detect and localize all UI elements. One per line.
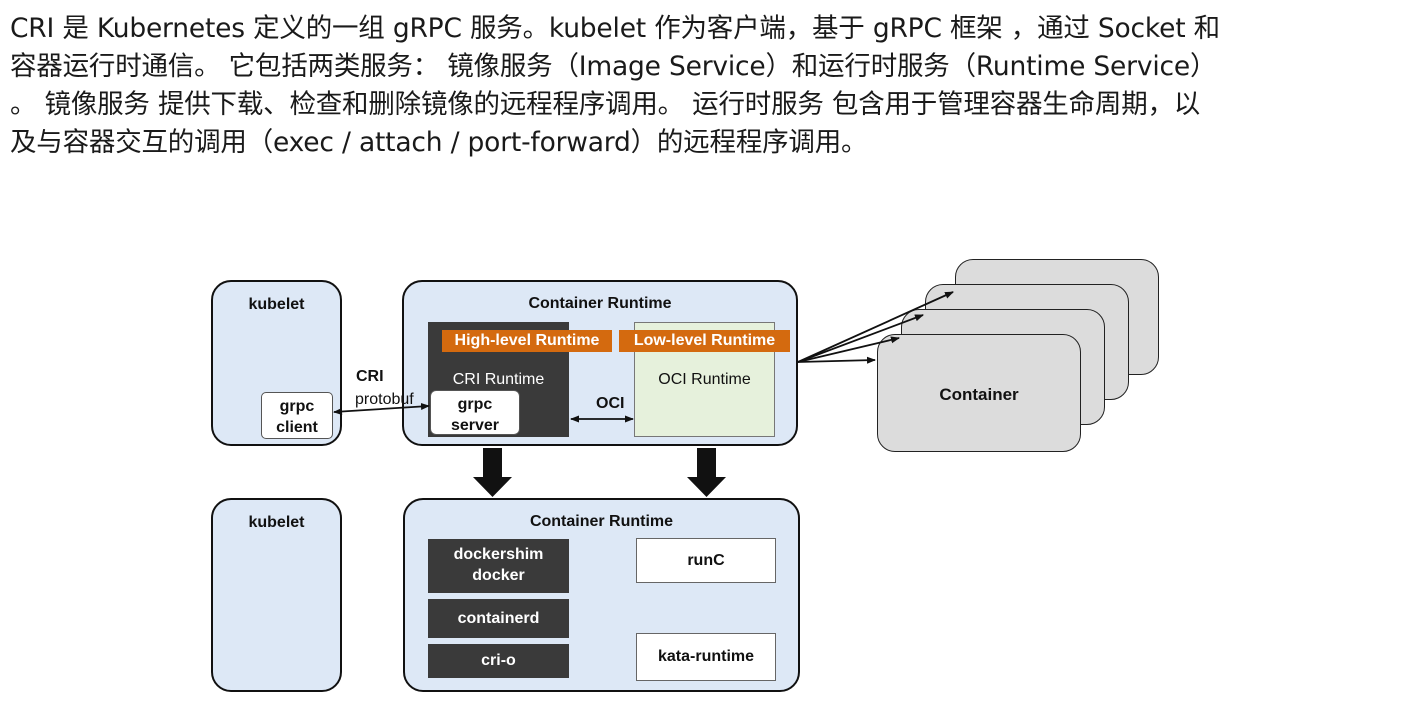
dockershim-docker-box: dockershim docker bbox=[428, 539, 569, 593]
kubelet-title-bottom: kubelet bbox=[248, 514, 305, 531]
container-box-1: Container bbox=[877, 334, 1081, 452]
container-label: Container bbox=[939, 385, 1019, 404]
runc-box: runC bbox=[636, 538, 776, 583]
oci-runtime-label: OCI Runtime bbox=[658, 371, 751, 388]
docker-label: docker bbox=[472, 567, 525, 584]
grpc-server-box: grpc server bbox=[430, 390, 520, 435]
containerd-label: containerd bbox=[457, 610, 540, 627]
grpc-client-line1: grpc bbox=[279, 398, 315, 415]
cri-o-label: cri-o bbox=[481, 652, 516, 669]
cri-o-box: cri-o bbox=[428, 644, 569, 678]
grpc-client-box: grpc client bbox=[261, 392, 333, 439]
kubelet-title-top: kubelet bbox=[248, 296, 305, 313]
paragraph-line-3: 。 镜像服务 提供下载、检查和删除镜像的远程程序调用。 运行时服务 包含用于管理… bbox=[10, 89, 1201, 120]
grpc-server-line1: grpc bbox=[457, 396, 493, 413]
containerd-box: containerd bbox=[428, 599, 569, 638]
dockershim-label: dockershim bbox=[453, 546, 544, 563]
kata-runtime-box: kata-runtime bbox=[636, 633, 776, 681]
grpc-server-line2: server bbox=[450, 417, 500, 434]
protobuf-label: protobuf bbox=[355, 391, 414, 408]
down-arrow-high-level bbox=[473, 448, 512, 497]
grpc-client-line2: client bbox=[276, 419, 318, 436]
down-arrow-low-level bbox=[687, 448, 726, 497]
cri-runtime-label: CRI Runtime bbox=[452, 371, 545, 388]
oci-label: OCI bbox=[596, 395, 625, 412]
cri-label: CRI bbox=[356, 368, 384, 385]
paragraph-line-4: 及与容器交互的调用（exec / attach / port-forward）的… bbox=[10, 127, 868, 158]
low-level-runtime-bar: Low-level Runtime bbox=[619, 330, 790, 352]
high-level-runtime-bar: High-level Runtime bbox=[442, 330, 612, 352]
paragraph-line-1: CRI 是 Kubernetes 定义的一组 gRPC 服务。kubelet 作… bbox=[10, 13, 1220, 44]
container-runtime-title-top: Container Runtime bbox=[528, 295, 672, 312]
paragraph-line-2: 容器运行时通信。 它包括两类服务： 镜像服务（Image Service）和运行… bbox=[10, 51, 1217, 82]
description-paragraph: CRI 是 Kubernetes 定义的一组 gRPC 服务。kubelet 作… bbox=[10, 10, 1405, 162]
container-arrow-1 bbox=[797, 356, 876, 364]
kubelet-box-bottom: kubelet bbox=[211, 498, 342, 692]
container-runtime-title-bottom: Container Runtime bbox=[529, 513, 674, 530]
